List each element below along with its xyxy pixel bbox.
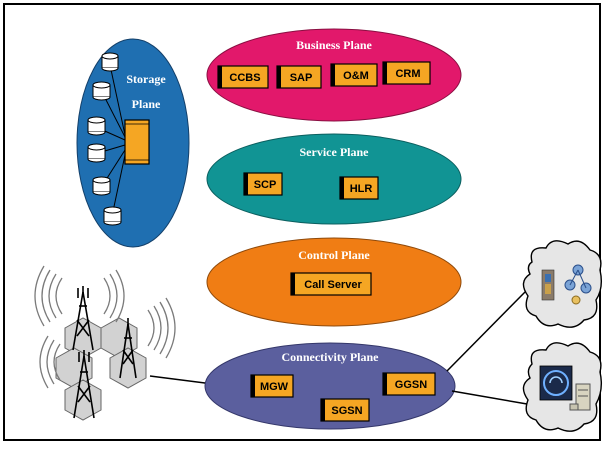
cell-hexagon <box>109 347 147 389</box>
sap-box: SAP <box>276 65 322 89</box>
radio-access <box>34 265 176 421</box>
ccbs-box: CCBS <box>217 65 269 89</box>
links <box>149 289 528 405</box>
sgsn-box: SGSN <box>320 398 370 422</box>
ggsn-box: GGSN <box>382 372 436 396</box>
service-plane-label: Service Plane <box>300 145 370 159</box>
scp-box: SCP <box>243 172 283 196</box>
radio-link <box>149 375 206 384</box>
cell-tower-icon <box>119 318 137 379</box>
service-plane: Service Plane SCP HLR <box>206 133 462 225</box>
database-icon <box>101 52 119 72</box>
om-label: O&M <box>343 70 369 82</box>
server-icon <box>569 383 591 411</box>
connectivity-plane-ellipse <box>204 342 456 430</box>
database-icon <box>87 116 106 136</box>
control-plane: Control Plane Call Server <box>206 237 462 327</box>
cell-tower-icon <box>73 350 95 419</box>
connectivity-plane: Connectivity Plane MGW SGSN GGSN <box>204 342 456 430</box>
storage-plane-label-line2: Plane <box>132 97 161 111</box>
control-plane-label: Control Plane <box>298 248 370 262</box>
business-plane: Business Plane CCBS SAP O&M CRM <box>206 28 462 122</box>
service-plane-ellipse <box>206 133 462 225</box>
crm-label: CRM <box>395 68 420 80</box>
database-icon <box>92 81 111 101</box>
ggsn-cloud-link-bottom <box>451 390 528 405</box>
storage-plane-label-line1: Storage <box>126 72 166 86</box>
call-server-label: Call Server <box>304 279 362 291</box>
hlr-box: HLR <box>339 176 379 200</box>
om-box: O&M <box>330 63 378 87</box>
sgsn-label: SGSN <box>331 405 362 417</box>
database-icon <box>87 143 106 163</box>
crm-box: CRM <box>382 61 431 85</box>
cloud-icon <box>522 240 603 328</box>
mgw-label: MGW <box>260 381 289 393</box>
ccbs-label: CCBS <box>229 72 260 84</box>
scp-label: SCP <box>254 179 277 191</box>
radio-waves <box>34 265 176 389</box>
rack-server-icon <box>124 119 150 165</box>
cell-tower-icon <box>72 286 94 351</box>
connectivity-plane-label: Connectivity Plane <box>282 350 380 364</box>
storage-plane: Storage Plane <box>76 38 190 248</box>
sap-label: SAP <box>290 72 313 84</box>
call-server-box: Call Server <box>290 272 372 296</box>
ggsn-cloud-link-top <box>446 289 528 372</box>
business-plane-label: Business Plane <box>296 38 372 52</box>
ggsn-label: GGSN <box>395 379 427 391</box>
database-icon <box>92 176 111 196</box>
mgw-box: MGW <box>250 374 294 398</box>
hlr-label: HLR <box>350 183 373 195</box>
database-icon <box>103 206 122 226</box>
cloud-icon <box>522 342 603 432</box>
